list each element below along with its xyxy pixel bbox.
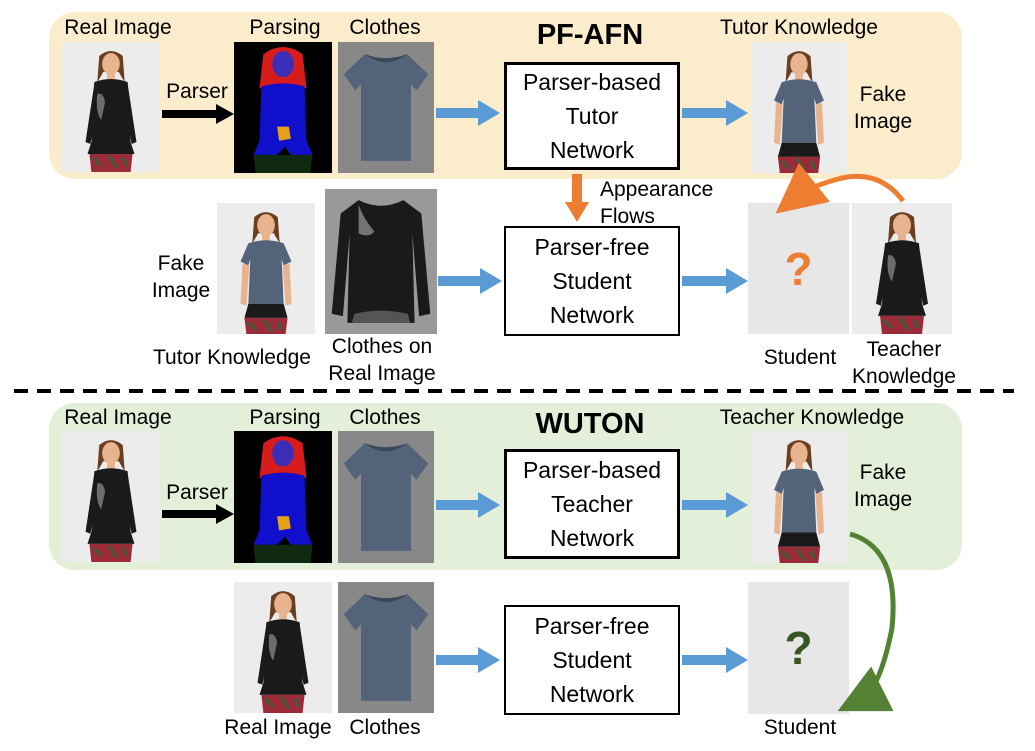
wuton-fake-image-label: Fake Image	[853, 461, 913, 511]
wuton-student-network-label: Parser-free Student Network	[534, 613, 650, 707]
pfafn-arrow-clothes-to-student	[438, 268, 502, 294]
wuton-clothes-label-2: Clothes	[349, 716, 421, 739]
wuton-question-mark: ?	[784, 622, 813, 674]
wuton-parsing-label: Parsing	[249, 406, 321, 429]
pfafn-tutor-knowledge-label: Tutor Knowledge	[720, 16, 878, 39]
wuton-teacher-knowledge-label: Teacher Knowledge	[719, 406, 905, 429]
pfafn-appearance-flows-arrow	[565, 174, 589, 222]
pfafn-student-label: Student	[763, 346, 837, 369]
pfafn-arrow-student-to-output	[682, 268, 748, 294]
pfafn-arrow-clothes-to-tutor	[436, 100, 500, 126]
pfafn-clothes-on-real-label: Clothes on Real Image	[328, 335, 436, 385]
pfafn-fake-image-label: Fake Image	[853, 83, 913, 133]
wuton-title: WUTON	[535, 408, 645, 440]
wuton-parser-label: Parser	[166, 481, 228, 504]
pfafn-fake-image-label-2: Fake Image	[151, 252, 211, 302]
pfafn-tutor-network-label: Parser-based Tutor Network	[522, 69, 662, 163]
pfafn-student-output-placeholder: ?	[748, 203, 849, 334]
pfafn-question-mark: ?	[784, 242, 813, 295]
wuton-real-image-label-2: Real Image	[224, 716, 332, 739]
wuton-student-network-box: Parser-free Student Network	[504, 605, 680, 715]
wuton-arrow-teacher-to-knowledge	[682, 492, 748, 518]
teacher-to-student-green-arrow	[837, 531, 896, 712]
pfafn-parser-arrow	[162, 104, 234, 124]
wuton-arrow-student-to-output	[682, 647, 748, 673]
pfafn-student-network-label: Parser-free Student Network	[534, 234, 650, 328]
pfafn-tutor-knowledge-label-2: Tutor Knowledge	[153, 346, 311, 369]
wuton-teacher-network-box: Parser-based Teacher Network	[504, 449, 680, 559]
pfafn-parsing-label: Parsing	[249, 16, 321, 39]
wuton-student-output-placeholder: ?	[748, 582, 849, 714]
wuton-clothes-label: Clothes	[349, 406, 421, 429]
teacher-to-student-orange-arrow	[775, 162, 906, 214]
pfafn-tutor-network-box: Parser-based Tutor Network	[504, 62, 680, 170]
wuton-real-image-label: Real Image	[64, 406, 172, 429]
pfafn-real-image-label: Real Image	[64, 16, 172, 39]
wuton-parser-arrow	[162, 504, 234, 524]
wuton-arrow-inputs-to-student	[436, 647, 500, 673]
pfafn-title: PF-AFN	[536, 19, 644, 51]
pfafn-appearance-flows-label: Appearance Flows	[600, 178, 714, 228]
wuton-teacher-network-label: Parser-based Teacher Network	[522, 457, 662, 551]
pfafn-arrow-tutor-to-knowledge	[682, 100, 748, 126]
section-divider	[14, 389, 1014, 393]
pfafn-parser-label: Parser	[166, 80, 228, 103]
pfafn-student-network-box: Parser-free Student Network	[504, 226, 680, 336]
wuton-student-label: Student	[763, 716, 837, 739]
pfafn-teacher-knowledge-label: Teacher Knowledge	[852, 338, 956, 388]
wuton-arrow-clothes-to-teacher	[436, 492, 500, 518]
pfafn-clothes-label: Clothes	[349, 16, 421, 39]
